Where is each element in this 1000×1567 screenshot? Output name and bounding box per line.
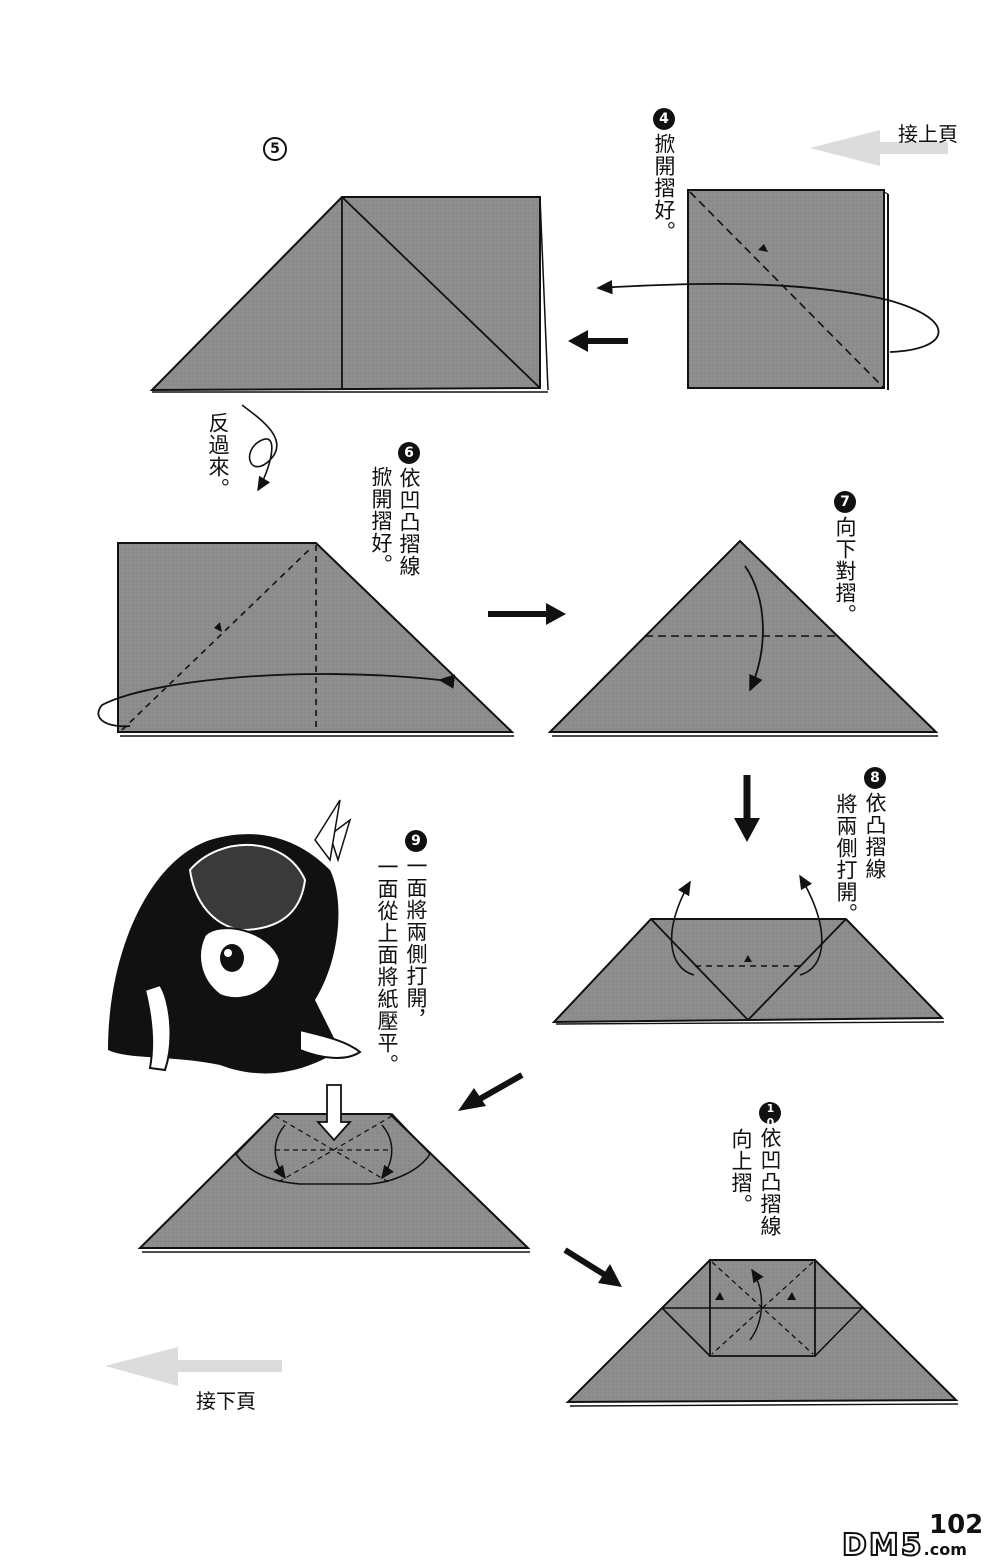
step4-square [596, 189, 940, 390]
step5-shape [149, 196, 549, 393]
arrow-7-to-8 [734, 775, 760, 842]
page-number: 102 [929, 1510, 984, 1540]
step7-instruction: 7向下對摺。 [832, 491, 857, 626]
step9-shape [137, 1084, 531, 1253]
step6-number: 6 [398, 442, 420, 464]
continue-from-arrow [810, 130, 948, 166]
step9-number: 9 [405, 830, 427, 852]
step10-shape [565, 1259, 959, 1407]
continue-from-label[interactable]: 接上頁 [898, 122, 958, 146]
step6-shape [97, 542, 515, 737]
step6-instruction: 6依凹凸摺線 [396, 442, 421, 577]
step9-instruction: 9一面將兩側打開， [403, 830, 428, 1031]
continue-to-arrow [105, 1347, 282, 1386]
step4-instruction: 4掀開摺好。 [651, 108, 676, 243]
step7-number: 7 [834, 491, 856, 513]
step8-instruction-line2: 將兩側打開。 [834, 793, 858, 925]
watermark-logo: DM5.com [841, 1527, 967, 1564]
arrow-9-to-10 [563, 1247, 622, 1287]
step10-number: 10 [759, 1102, 781, 1130]
step8-shape [551, 874, 945, 1025]
step10-instruction-line2: 向上摺。 [729, 1128, 753, 1216]
step8-instruction: 8依凸摺線 [862, 767, 887, 880]
step9-instruction-line2: 一面從上面將紙壓平。 [375, 856, 399, 1076]
flip-arrow [241, 404, 278, 492]
character-illustration [108, 799, 362, 1074]
step6-instruction-line2: 掀開摺好。 [369, 466, 393, 576]
step5-label: 5 [263, 137, 287, 161]
continue-to-label[interactable]: 接下頁 [196, 1389, 256, 1413]
arrow-8-to-9 [458, 1072, 524, 1111]
flip-instruction: 反過來。 [206, 412, 230, 500]
step8-number: 8 [864, 767, 886, 789]
arrow-6-to-7 [488, 603, 566, 625]
step7-shape [547, 539, 939, 737]
step4-number: 4 [653, 108, 675, 130]
step5-number: 5 [263, 137, 287, 161]
arrow-4-to-5 [568, 330, 628, 352]
step10-instruction: 10依凹凸摺線 [758, 1102, 782, 1237]
